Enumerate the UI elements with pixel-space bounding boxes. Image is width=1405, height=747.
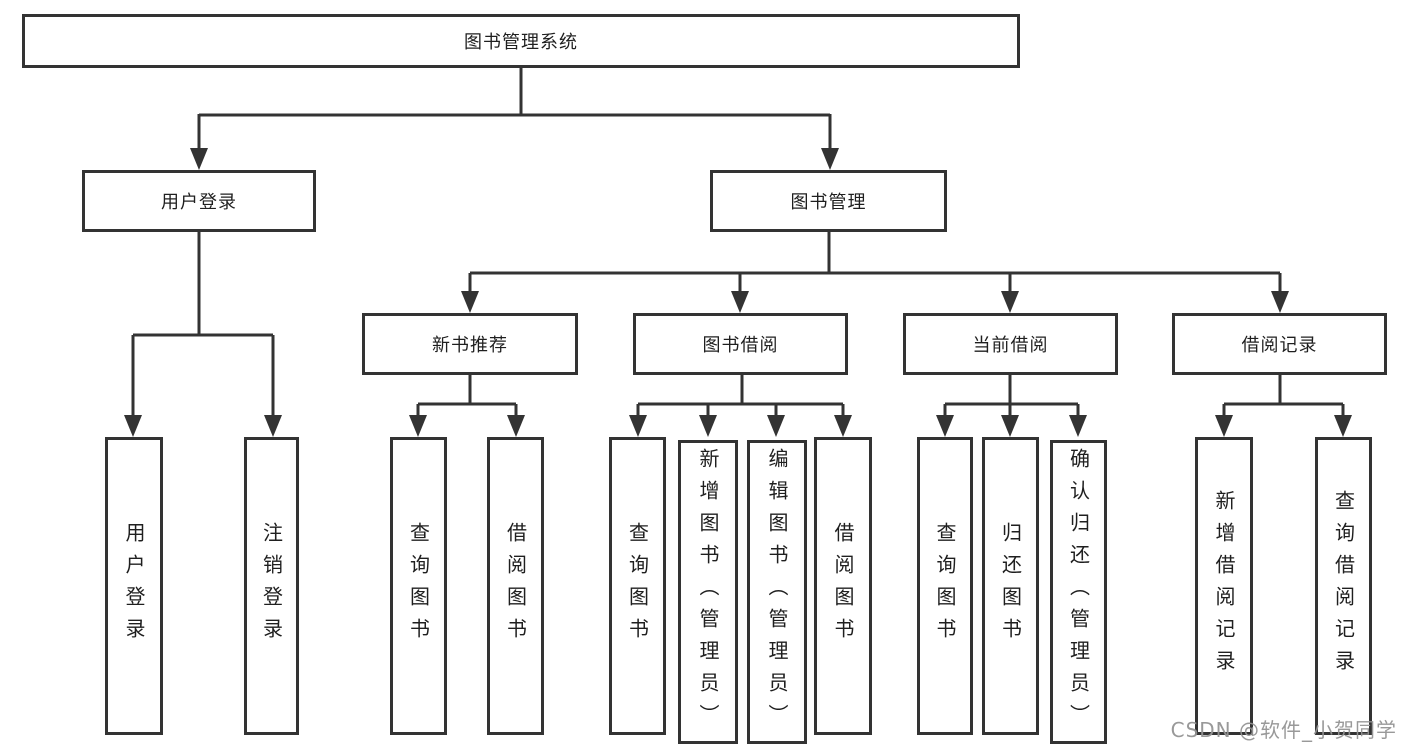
leaf-query-books-borrowing: 查询图书: [609, 437, 666, 735]
leaf-add-book-admin: 新增图书（管理员）: [678, 440, 738, 744]
leaf-add-borrow-record: 新增借阅记录: [1195, 437, 1253, 735]
node-new-book-recommend: 新书推荐: [362, 313, 578, 375]
leaf-add-book-admin-label: 新增图书（管理员）: [696, 448, 720, 736]
leaf-edit-book-admin-label: 编辑图书（管理员）: [765, 448, 789, 736]
leaf-query-borrow-record-label: 查询借阅记录: [1331, 490, 1356, 682]
leaf-logout-label: 注销登录: [259, 522, 284, 650]
leaf-confirm-return-admin: 确认归还（管理员）: [1050, 440, 1107, 744]
node-book-management: 图书管理: [710, 170, 947, 232]
leaf-query-borrow-record: 查询借阅记录: [1315, 437, 1372, 735]
node-new-book-recommend-label: 新书推荐: [432, 335, 508, 356]
leaf-confirm-return-admin-label: 确认归还（管理员）: [1066, 448, 1091, 736]
node-root: 图书管理系统: [22, 14, 1020, 68]
leaf-query-books-recommend-label: 查询图书: [406, 522, 431, 650]
node-book-management-label: 图书管理: [790, 192, 867, 213]
node-borrowing-records-label: 借阅记录: [1241, 335, 1318, 356]
leaf-return-books: 归还图书: [982, 437, 1039, 735]
arrowheads: [124, 148, 1352, 437]
leaf-add-borrow-record-label: 新增借阅记录: [1212, 490, 1236, 682]
leaf-user-login: 用户登录: [105, 437, 163, 735]
node-user-login-label: 用户登录: [161, 192, 237, 213]
leaf-query-books-current: 查询图书: [917, 437, 973, 735]
node-book-borrowing-label: 图书借阅: [702, 335, 779, 356]
leaf-edit-book-admin: 编辑图书（管理员）: [747, 440, 807, 744]
node-user-login: 用户登录: [82, 170, 316, 232]
node-current-borrowing-label: 当前借阅: [972, 335, 1049, 356]
leaf-borrow-books-borrowing: 借阅图书: [814, 437, 872, 735]
leaf-borrow-books-recommend: 借阅图书: [487, 437, 544, 735]
leaf-query-books-recommend: 查询图书: [390, 437, 447, 735]
node-current-borrowing: 当前借阅: [903, 313, 1118, 375]
leaf-query-books-current-label: 查询图书: [933, 522, 957, 650]
node-book-borrowing: 图书借阅: [633, 313, 848, 375]
leaf-logout: 注销登录: [244, 437, 299, 735]
leaf-return-books-label: 归还图书: [998, 522, 1023, 650]
leaf-user-login-label: 用户登录: [122, 522, 146, 650]
node-borrowing-records: 借阅记录: [1172, 313, 1387, 375]
leaf-query-books-borrowing-label: 查询图书: [625, 522, 650, 650]
node-root-label: 图书管理系统: [464, 32, 578, 53]
leaf-borrow-books-borrowing-label: 借阅图书: [831, 522, 855, 650]
leaf-borrow-books-recommend-label: 借阅图书: [503, 522, 528, 650]
watermark: CSDN @软件_小贺同学: [1170, 718, 1397, 742]
